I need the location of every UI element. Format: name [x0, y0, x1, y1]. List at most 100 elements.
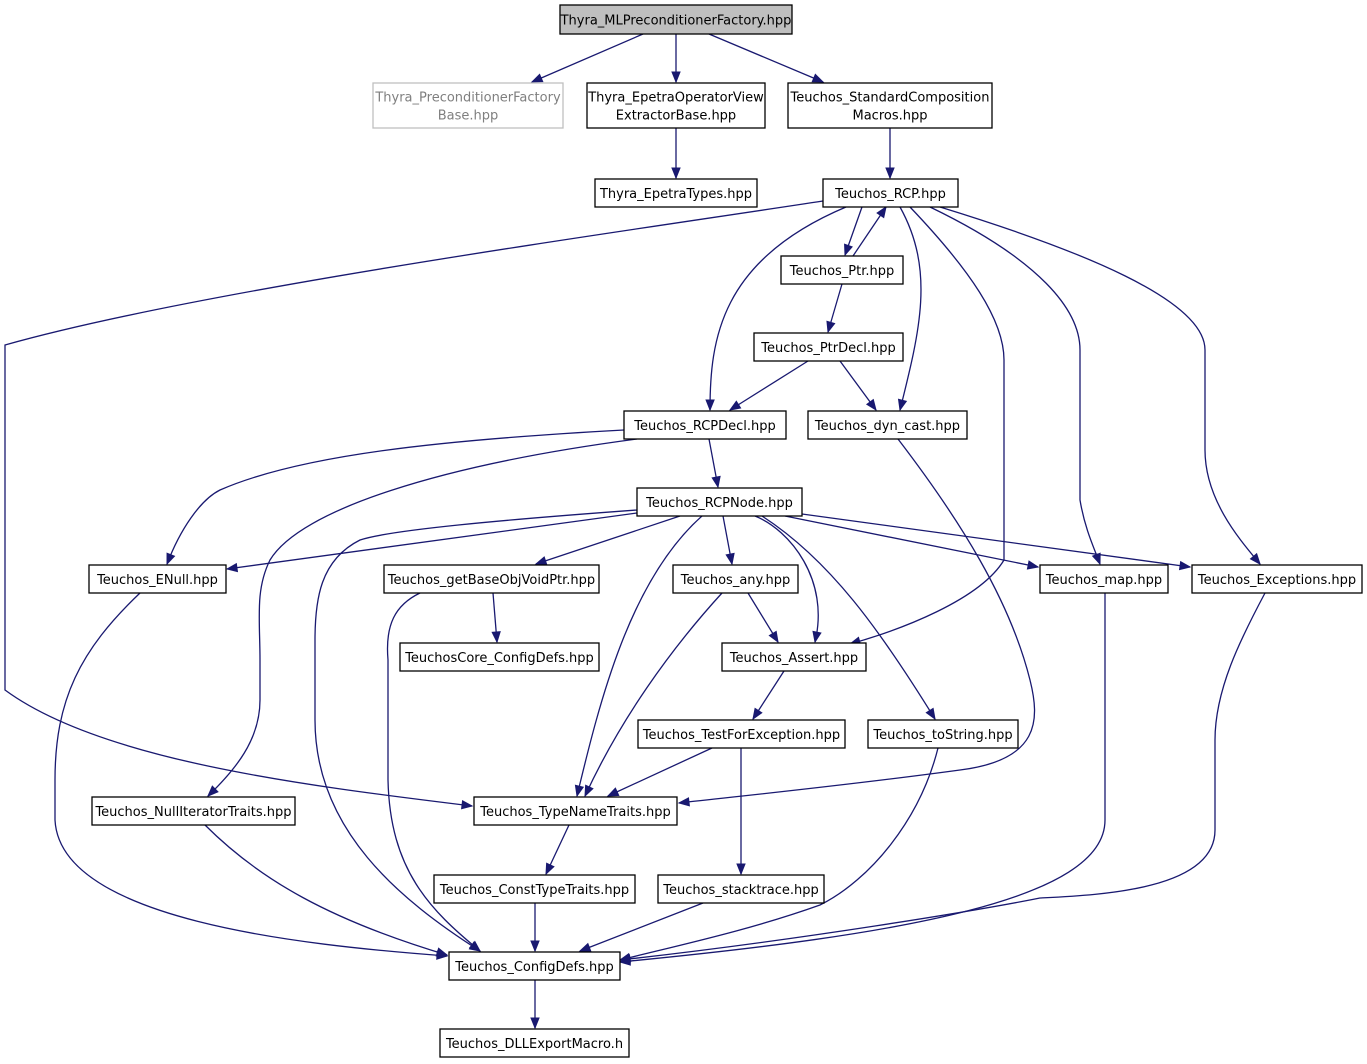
node-exc[interactable]: Teuchos_Exceptions.hpp: [1191, 564, 1363, 594]
node-dll[interactable]: Teuchos_DLLExportMacro.h: [439, 1028, 630, 1058]
node-box: [586, 82, 766, 129]
node-label: Teuchos_dyn_cast.hpp: [814, 419, 960, 434]
node-any[interactable]: Teuchos_any.hpp: [672, 564, 799, 594]
edge-arrowhead: [618, 952, 632, 963]
edge-arrowhead: [826, 320, 836, 334]
edge-line: [929, 206, 1101, 565]
node-label: Teuchos_ConfigDefs.hpp: [454, 960, 614, 975]
node-cd[interactable]: Teuchos_ConfigDefs.hpp: [448, 951, 621, 981]
edge-arrowhead: [768, 630, 779, 644]
node-box: [867, 719, 1019, 749]
edge-arrowhead: [207, 785, 219, 797]
node-ptrdecl[interactable]: Teuchos_PtrDecl.hpp: [753, 332, 904, 362]
node-rcp[interactable]: Teuchos_RCP.hpp: [822, 178, 959, 208]
edge-line: [709, 206, 847, 411]
node-label: Teuchos_RCPDecl.hpp: [633, 419, 776, 434]
node-tccd[interactable]: TeuchosCore_ConfigDefs.hpp: [399, 642, 600, 672]
node-ml[interactable]: Thyra_MLPreconditionerFactory.hpp: [559, 4, 793, 35]
node-label: Teuchos_DLLExportMacro.h: [445, 1037, 623, 1052]
edge-arrowhead: [925, 707, 936, 721]
edge-arrowhead: [811, 73, 825, 83]
edge-tfe-to-st: [736, 748, 746, 876]
edge-arrowhead: [225, 562, 239, 573]
edge-line: [784, 515, 1039, 568]
node-et[interactable]: Thyra_EpetraTypes.hpp: [594, 178, 758, 208]
edge-line: [607, 747, 713, 797]
edge-rcpnode-to-enull: [225, 512, 638, 573]
edge-cd-to-dll: [530, 980, 540, 1030]
node-rcpnode[interactable]: Teuchos_RCPNode.hpp: [636, 487, 803, 517]
edge-line: [619, 747, 939, 961]
edge-arrowhead: [677, 797, 690, 807]
node-label: Teuchos_Assert.hpp: [729, 651, 858, 666]
edge-line: [535, 515, 681, 565]
edge-arrowhead: [468, 940, 482, 952]
node-dyn[interactable]: Teuchos_dyn_cast.hpp: [807, 410, 968, 440]
node-box: [753, 332, 904, 362]
edge-arrowhead: [671, 71, 681, 84]
node-label: ExtractorBase.hpp: [616, 109, 736, 124]
node-assert[interactable]: Teuchos_Assert.hpp: [721, 642, 867, 672]
edge-arrowhead: [584, 784, 594, 798]
edge-nit-to-cd: [204, 824, 449, 957]
edge-ml-to-scm: [708, 33, 825, 83]
edge-dyn-to-tnt: [677, 438, 1036, 807]
node-st[interactable]: Teuchos_stacktrace.hpp: [657, 874, 825, 904]
edge-line: [939, 206, 1261, 565]
node-label: Teuchos_toString.hpp: [872, 728, 1012, 743]
node-box: [721, 642, 867, 672]
edge-line: [754, 515, 819, 643]
edge-arrowhead: [530, 940, 540, 953]
node-ptr[interactable]: Teuchos_Ptr.hpp: [780, 255, 904, 285]
edge-line: [314, 509, 638, 952]
node-box: [787, 82, 993, 129]
edge-rcpdecl-to-enull: [166, 429, 625, 566]
node-enull[interactable]: Teuchos_ENull.hpp: [88, 564, 227, 594]
edge-line: [619, 593, 1106, 963]
node-ctt[interactable]: Teuchos_ConstTypeTraits.hpp: [433, 874, 636, 904]
node-box: [1191, 564, 1363, 594]
node-label: Teuchos_TypeNameTraits.hpp: [479, 805, 671, 820]
edge-st-to-cd: [578, 902, 704, 952]
edge-arrowhead: [166, 552, 176, 566]
edge-rcpnode-to-map: [784, 515, 1040, 570]
node-nit[interactable]: Teuchos_NullIteratorTraits.hpp: [91, 796, 296, 826]
edge-arrowhead: [461, 800, 474, 810]
node-tnt[interactable]: Teuchos_TypeNameTraits.hpp: [473, 796, 678, 826]
edge-arrowhead: [865, 398, 877, 412]
edge-arrowhead: [1026, 560, 1040, 570]
node-rcpdecl[interactable]: Teuchos_RCPDecl.hpp: [623, 410, 787, 440]
node-map[interactable]: Teuchos_map.hpp: [1039, 564, 1169, 594]
node-eov[interactable]: Thyra_EpetraOperatorViewExtractorBase.hp…: [586, 82, 766, 129]
edge-line: [708, 33, 824, 83]
node-box: [822, 178, 959, 208]
edge-gbo-to-cd: [386, 592, 482, 952]
edge-line: [386, 592, 481, 952]
node-gbo[interactable]: Teuchos_getBaseObjVoidPtr.hpp: [383, 564, 600, 594]
node-tfe[interactable]: Teuchos_TestForException.hpp: [637, 719, 846, 749]
node-box: [780, 255, 904, 285]
node-label: Teuchos_any.hpp: [680, 573, 791, 588]
edge-arrowhead: [545, 862, 555, 876]
edge-arrowhead: [1178, 560, 1192, 571]
edge-arrowhead: [725, 552, 735, 566]
edge-arrowhead: [844, 243, 853, 257]
node-tostr[interactable]: Teuchos_toString.hpp: [867, 719, 1019, 749]
edge-ctt-to-cd: [530, 903, 540, 953]
edge-arrowhead: [728, 400, 742, 411]
edge-arrowhead: [876, 205, 887, 219]
edge-assert-to-tfe: [752, 670, 785, 721]
node-label: Thyra_EpetraOperatorView: [587, 91, 764, 106]
node-label: Teuchos_RCPNode.hpp: [645, 496, 793, 511]
edge-arrowhead: [1249, 552, 1261, 566]
edge-rcp-to-tnt: [4, 200, 824, 810]
node-label: Teuchos_ENull.hpp: [96, 573, 218, 588]
edge-ptr-to-ptrdecl: [826, 283, 843, 334]
node-label: Base.hpp: [438, 109, 499, 124]
node-box: [473, 796, 678, 826]
edge-arrowhead: [578, 942, 592, 952]
edge-tostr-to-cd: [618, 747, 939, 963]
edge-arrowhead: [812, 630, 822, 644]
